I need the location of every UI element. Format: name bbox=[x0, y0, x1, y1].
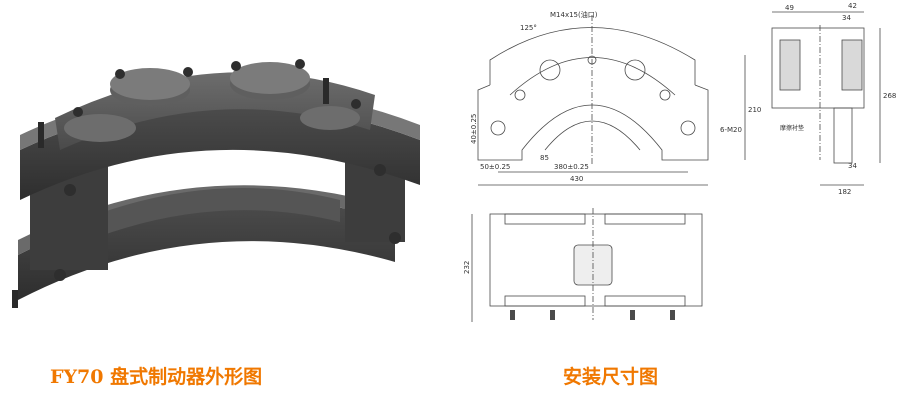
side-left-piston bbox=[779, 39, 801, 91]
side-label-pad: 摩擦衬垫 bbox=[780, 124, 804, 132]
top-dim-height: 232 bbox=[463, 261, 471, 274]
top-right-plate bbox=[604, 213, 686, 225]
side-dim-bottom-small: 34 bbox=[848, 162, 857, 170]
bolt-heads bbox=[54, 59, 401, 281]
right-stud bbox=[323, 78, 329, 104]
dim-height: 210 bbox=[748, 106, 761, 114]
caption-brake-render: FY70 盘式制动器外形图 bbox=[50, 366, 263, 388]
bottom-left-plate bbox=[504, 295, 586, 307]
top-body-outline bbox=[489, 213, 703, 307]
callout-angle: 125° bbox=[520, 24, 537, 32]
installation-drawing: 430 380±0.25 50±0.25 210 40±0.25 85 M14x… bbox=[450, 0, 918, 340]
brake-render-svg bbox=[12, 59, 420, 308]
callout-bolts: 6-M20 bbox=[720, 126, 742, 134]
top-view: 232 bbox=[463, 208, 703, 322]
top-left-plate bbox=[504, 213, 586, 225]
dim-inner: 85 bbox=[540, 154, 549, 162]
bottom-stud bbox=[12, 290, 18, 308]
dim-edge: 50±0.25 bbox=[480, 163, 510, 171]
bottom-right-plate bbox=[604, 295, 686, 307]
side-dim-bottom: 182 bbox=[838, 188, 851, 196]
front-body-outline bbox=[477, 84, 709, 161]
callout-thread: M14x15(油口) bbox=[550, 10, 598, 19]
front-holes bbox=[490, 55, 696, 136]
side-dim-top-right: 34 bbox=[842, 14, 851, 22]
piston-cap-3 bbox=[64, 114, 136, 142]
side-dim-top-left: 49 bbox=[785, 4, 794, 12]
front-view: 430 380±0.25 50±0.25 210 40±0.25 85 M14x… bbox=[470, 10, 761, 186]
brake-3d-render bbox=[0, 0, 440, 340]
dim-left-vertical: 40±0.25 bbox=[470, 114, 478, 144]
side-dim-top-small: 42 bbox=[848, 2, 857, 10]
lower-friction-pad bbox=[95, 188, 340, 238]
side-dim-height: 268 bbox=[883, 92, 896, 100]
caption-installation-drawing: 安装尺寸图 bbox=[563, 366, 659, 388]
piston-cap-4 bbox=[300, 106, 360, 130]
left-stud bbox=[38, 122, 44, 148]
top-view-bolts bbox=[510, 310, 675, 320]
drawing-svg: 430 380±0.25 50±0.25 210 40±0.25 85 M14x… bbox=[463, 2, 896, 322]
front-cutout-arc bbox=[544, 120, 641, 151]
side-right-piston bbox=[841, 39, 863, 91]
side-mount-leg bbox=[833, 107, 853, 164]
front-inner-arc bbox=[509, 57, 676, 96]
dim-width-total: 430 bbox=[570, 175, 583, 183]
side-view: 49 34 42 268 34 182 摩擦衬垫 bbox=[771, 2, 896, 196]
dim-width-holes: 380±0.25 bbox=[554, 163, 589, 171]
side-body-outline bbox=[771, 27, 865, 109]
front-outer-arc bbox=[489, 27, 696, 85]
